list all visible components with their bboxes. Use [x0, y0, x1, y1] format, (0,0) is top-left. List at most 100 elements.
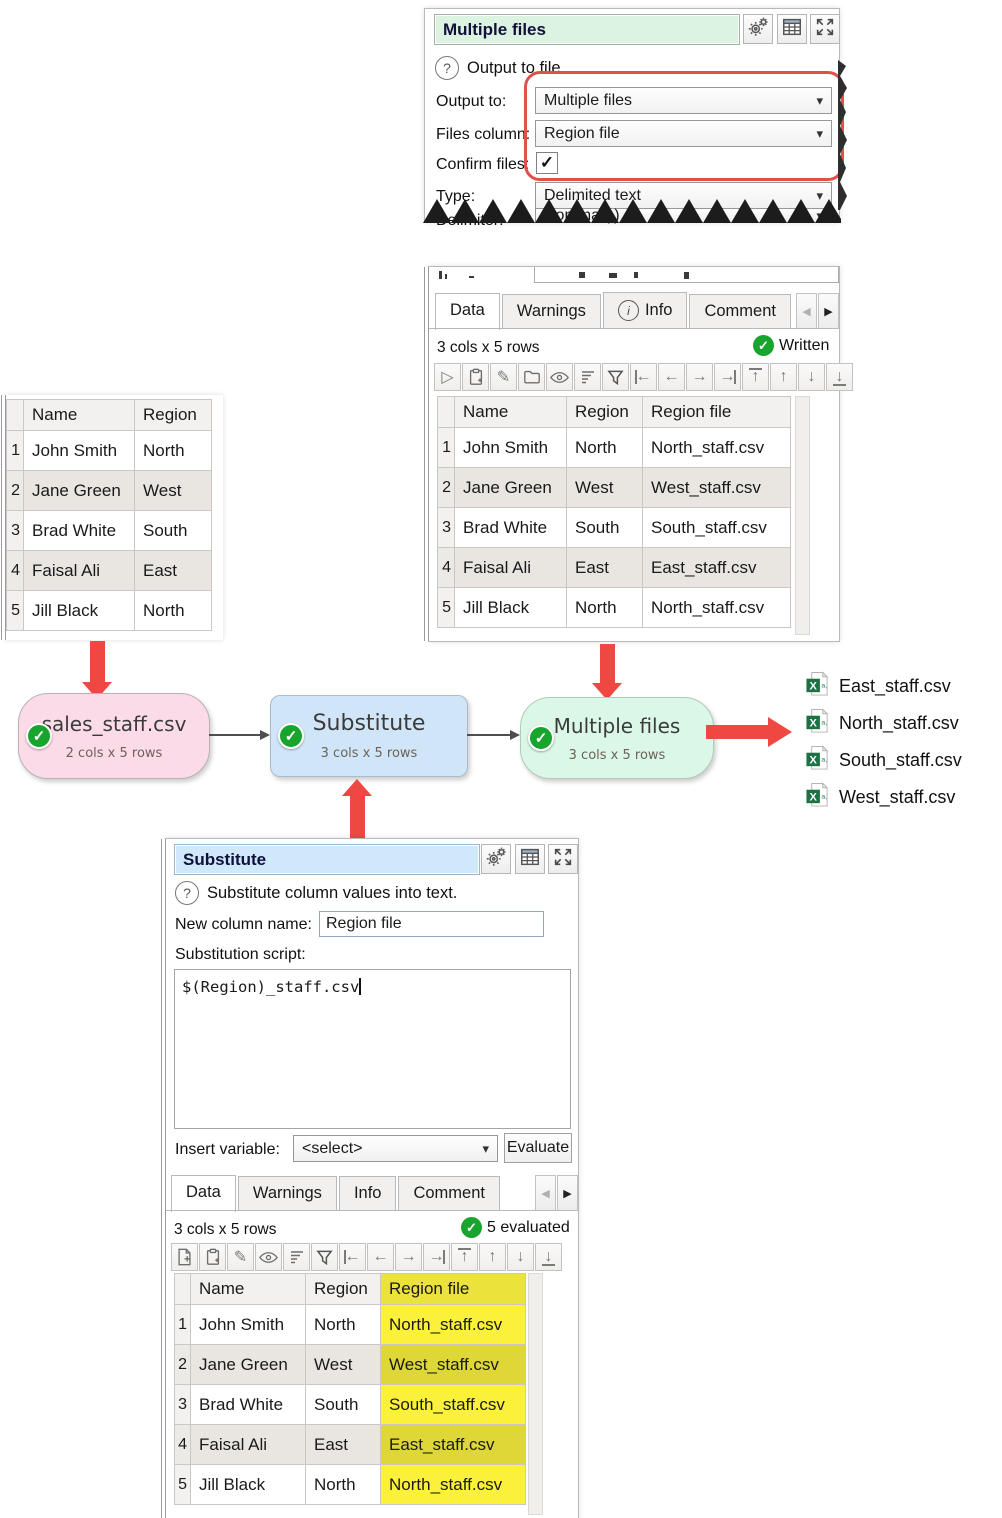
table-cell[interactable]: East: [566, 547, 643, 588]
move-row-up-button[interactable]: ↑: [770, 363, 797, 391]
column-header[interactable]: Region: [566, 396, 643, 428]
move-first-column-button[interactable]: ←: [630, 363, 657, 391]
table-cell[interactable]: North: [305, 1464, 381, 1505]
row-number[interactable]: 2: [437, 467, 455, 508]
table-cell[interactable]: East_staff.csv: [380, 1424, 526, 1465]
table-cell[interactable]: West: [305, 1344, 381, 1385]
table-cell[interactable]: North: [566, 427, 643, 468]
new-column-input[interactable]: Region file: [319, 911, 544, 937]
table-cell[interactable]: West_staff.csv: [380, 1344, 526, 1385]
table-cell[interactable]: Jill Black: [454, 587, 567, 628]
column-header[interactable]: Name: [454, 396, 567, 428]
move-column-right-button[interactable]: →: [395, 1243, 422, 1271]
table-cell[interactable]: John Smith: [23, 430, 135, 471]
table-cell[interactable]: Jane Green: [23, 470, 135, 511]
table-cell[interactable]: North_staff.csv: [380, 1304, 526, 1345]
table-cell[interactable]: East: [134, 550, 212, 591]
move-row-up-button[interactable]: ↑: [479, 1243, 506, 1271]
move-first-column-button[interactable]: ←: [339, 1243, 366, 1271]
tab-warnings[interactable]: Warnings: [237, 1176, 337, 1211]
edit-button[interactable]: ✎: [227, 1243, 254, 1271]
script-textarea[interactable]: $(Region)_staff.csv: [174, 969, 571, 1129]
tab-info[interactable]: Info: [338, 1176, 397, 1211]
format-button[interactable]: [283, 1243, 310, 1271]
tab-scroll-right[interactable]: ▶: [557, 1175, 578, 1211]
row-number[interactable]: 3: [6, 510, 24, 551]
column-header[interactable]: Name: [190, 1273, 306, 1305]
table-cell[interactable]: Jill Black: [23, 590, 135, 631]
move-top-row-button[interactable]: ↑: [742, 363, 769, 391]
table-cell[interactable]: John Smith: [454, 427, 567, 468]
table-cell[interactable]: South: [566, 507, 643, 548]
table-cell[interactable]: West: [566, 467, 643, 508]
tab-data[interactable]: Data: [435, 293, 500, 330]
column-header[interactable]: Region: [134, 399, 212, 431]
table-cell[interactable]: South_staff.csv: [380, 1384, 526, 1425]
move-bottom-row-button[interactable]: ↓: [826, 363, 853, 391]
row-number[interactable]: 5: [174, 1464, 191, 1505]
table-cell[interactable]: South: [305, 1384, 381, 1425]
tab-data[interactable]: Data: [171, 1175, 236, 1212]
insert-variable-dropdown[interactable]: <select> ▾: [293, 1135, 498, 1162]
tab-scroll-left[interactable]: ◀: [796, 293, 817, 329]
flow-node-multiple-files[interactable]: ✓ Multiple files 3 cols x 5 rows: [520, 697, 714, 779]
help-icon[interactable]: ?: [175, 881, 199, 905]
tab-comment[interactable]: Comment: [398, 1176, 500, 1211]
table-cell[interactable]: North: [134, 590, 212, 631]
tab-info[interactable]: i Info: [602, 292, 688, 329]
column-header[interactable]: Region: [305, 1273, 381, 1305]
table-cell[interactable]: South: [134, 510, 212, 551]
tab-scroll-left[interactable]: ◀: [535, 1175, 556, 1211]
table-view-button[interactable]: [777, 14, 807, 44]
row-number[interactable]: 4: [174, 1424, 191, 1465]
table-view-button[interactable]: [515, 844, 545, 874]
vertical-scrollbar[interactable]: [795, 396, 810, 635]
tab-comment[interactable]: Comment: [689, 294, 791, 329]
row-number[interactable]: 5: [6, 590, 24, 631]
copy-button[interactable]: [462, 363, 489, 391]
filter-button[interactable]: [311, 1243, 338, 1271]
flow-node-substitute[interactable]: ✓ Substitute 3 cols x 5 rows: [270, 695, 468, 777]
files-column-dropdown[interactable]: Region file ▾: [535, 120, 832, 147]
table-cell[interactable]: West_staff.csv: [642, 467, 791, 508]
table-cell[interactable]: West: [134, 470, 212, 511]
column-header[interactable]: Region file: [380, 1273, 526, 1305]
table-cell[interactable]: Faisal Ali: [190, 1424, 306, 1465]
table-cell[interactable]: Jane Green: [190, 1344, 306, 1385]
tab-scroll-right[interactable]: ▶: [818, 293, 839, 329]
maximize-button[interactable]: [810, 14, 840, 44]
preview-button[interactable]: [546, 363, 573, 391]
table-cell[interactable]: Brad White: [454, 507, 567, 548]
move-column-left-button[interactable]: ←: [658, 363, 685, 391]
row-number[interactable]: 2: [174, 1344, 191, 1385]
filter-button[interactable]: [602, 363, 629, 391]
settings-button[interactable]: [743, 14, 773, 44]
table-cell[interactable]: East_staff.csv: [642, 547, 791, 588]
table-cell[interactable]: Brad White: [190, 1384, 306, 1425]
run-button[interactable]: ▷: [434, 363, 461, 391]
row-number[interactable]: 1: [6, 430, 24, 471]
column-header[interactable]: Region file: [642, 396, 791, 428]
output-to-dropdown[interactable]: Multiple files ▾: [535, 87, 832, 114]
move-row-down-button[interactable]: ↓: [507, 1243, 534, 1271]
table-cell[interactable]: North_staff.csv: [642, 427, 791, 468]
table-cell[interactable]: Faisal Ali: [454, 547, 567, 588]
format-button[interactable]: [574, 363, 601, 391]
move-top-row-button[interactable]: ↑: [451, 1243, 478, 1271]
flow-node-source[interactable]: ✓ sales_staff.csv 2 cols x 5 rows: [18, 693, 210, 779]
table-cell[interactable]: North: [305, 1304, 381, 1345]
row-number[interactable]: 4: [437, 547, 455, 588]
row-number[interactable]: 2: [6, 470, 24, 511]
new-file-button[interactable]: [171, 1243, 198, 1271]
table-cell[interactable]: North: [566, 587, 643, 628]
row-number[interactable]: 3: [174, 1384, 191, 1425]
maximize-button[interactable]: [548, 844, 578, 874]
row-number[interactable]: 5: [437, 587, 455, 628]
row-number[interactable]: 4: [6, 550, 24, 591]
confirm-files-checkbox[interactable]: ✓: [536, 152, 558, 174]
row-number[interactable]: 1: [174, 1304, 191, 1345]
move-bottom-row-button[interactable]: ↓: [535, 1243, 562, 1271]
vertical-scrollbar[interactable]: [528, 1273, 543, 1515]
table-cell[interactable]: North_staff.csv: [642, 587, 791, 628]
copy-button[interactable]: [199, 1243, 226, 1271]
